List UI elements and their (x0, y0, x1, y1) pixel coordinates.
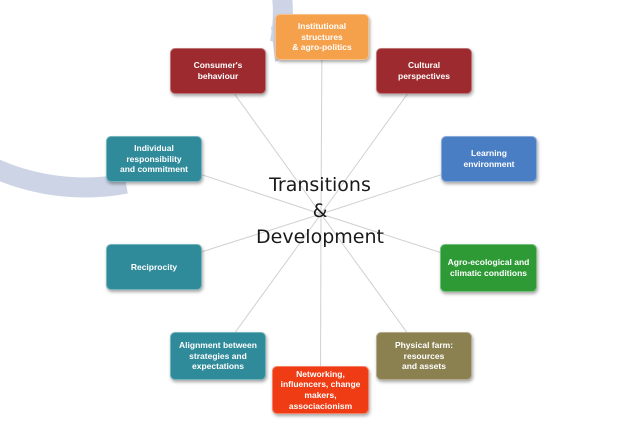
spoke-line (320, 70, 425, 215)
center-title-line2: & (312, 200, 328, 222)
node-consumers-behaviour: Consumer's behaviour (170, 48, 266, 94)
node-cultural-perspectives: Cultural perspectives (376, 48, 472, 94)
center-title-line1: Transitions (269, 174, 371, 196)
node-physical-farm: Physical farm: resources and assets (376, 332, 472, 380)
spoke-line (320, 36, 323, 215)
node-reciprocity: Reciprocity (106, 244, 202, 290)
node-learning-environment: Learning environment (441, 136, 537, 182)
center-title-line3: Development (256, 226, 384, 248)
node-alignment: Alignment between strategies and expecta… (170, 332, 266, 380)
node-individual-responsibility: Individual responsibility and commitment (106, 136, 202, 182)
spoke-lines (153, 36, 490, 391)
node-agro-ecological-conditions: Agro-ecological and climatic conditions (440, 244, 537, 292)
node-institutional-structures: Institutional structures & agro-politics (275, 14, 369, 60)
center-title: Transitions & Development (230, 172, 410, 250)
node-networking: Networking, influencers, change makers, … (272, 366, 369, 414)
spoke-line (320, 213, 322, 391)
spoke-line (217, 70, 322, 215)
